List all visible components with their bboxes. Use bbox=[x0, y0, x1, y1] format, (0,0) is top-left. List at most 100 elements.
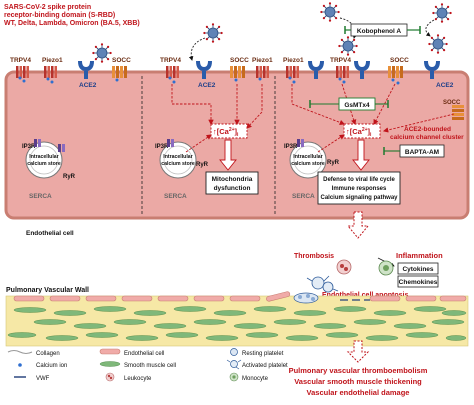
ip3r-label: IP3R bbox=[22, 144, 36, 150]
legend-monocyte-icon bbox=[229, 372, 239, 382]
cytokines-label: Cytokines bbox=[402, 266, 433, 273]
legend-collagen-swatch bbox=[7, 350, 33, 354]
virus-icon bbox=[337, 35, 359, 57]
ip3r-channel-icon bbox=[34, 139, 41, 147]
defense-line-1: Defense to viral life cycle bbox=[323, 177, 395, 183]
title-line-2: receptor-binding domain (S-RBD) bbox=[4, 12, 115, 19]
store-label-line-2: calcium store bbox=[27, 161, 61, 167]
hollow-down-arrow bbox=[219, 139, 237, 171]
gsmtx4-label: GsMTx4 bbox=[344, 102, 370, 109]
activated-platelet-icon bbox=[306, 275, 339, 293]
ryr-label: RyR bbox=[196, 162, 209, 168]
socc-label: SOCC bbox=[112, 57, 131, 64]
smooth-muscle-layer bbox=[7, 306, 467, 341]
virus-icon bbox=[91, 42, 113, 64]
vessel-wall-label: Pulmonary Vascular Wall bbox=[6, 287, 89, 294]
kobophenol-label: Kobophenol A bbox=[357, 28, 401, 35]
ip3r-channel-icon bbox=[297, 139, 304, 147]
hollow-down-arrow bbox=[346, 211, 370, 239]
chemokines-label: Chemokines bbox=[399, 279, 438, 286]
ryr-label: RyR bbox=[327, 160, 340, 166]
store-label-line-1: Intracellular bbox=[29, 154, 58, 160]
monocyte-icon bbox=[378, 260, 394, 276]
cluster-label-line-2: calcium channel cluster bbox=[390, 134, 464, 141]
virus-binding-arrow bbox=[425, 19, 435, 37]
legend-collagen-label: Collagen bbox=[36, 351, 60, 357]
virus-icon bbox=[431, 2, 453, 24]
thrombus-icon bbox=[293, 292, 319, 304]
defense-line-3: Calcium signaling pathway bbox=[320, 195, 398, 201]
outcome-line-1: Pulmonary vascular thromboembolism bbox=[289, 366, 428, 375]
legend-resting-platelet-icon bbox=[230, 348, 238, 356]
legend-leukocyte-icon bbox=[105, 372, 115, 382]
ace2-label: ACE2 bbox=[79, 82, 97, 89]
legend-smooth-muscle-swatch bbox=[99, 361, 121, 367]
cytokines-box bbox=[397, 262, 439, 275]
ca-level-label: ↑[Ca2+]i bbox=[213, 127, 239, 138]
inflammation-label: Inflammation bbox=[396, 251, 443, 260]
virus-binding-arrow bbox=[188, 37, 206, 61]
virus-icon bbox=[202, 22, 224, 44]
ca-level-label: ↑[Ca2+]i bbox=[346, 127, 372, 138]
socc-label: SOCC bbox=[390, 57, 409, 64]
legend: Collagen Endothelial cell Resting platel… bbox=[7, 348, 288, 382]
legend-resting-label: Resting platelet bbox=[242, 351, 284, 357]
trpv4-label: TRPV4 bbox=[160, 57, 181, 64]
legend-calcium-label: Calcium ion bbox=[36, 363, 67, 369]
serca-label: SERCA bbox=[292, 193, 315, 200]
legend-endothelial-swatch bbox=[99, 348, 121, 355]
legend-vwf-label: VWF bbox=[36, 376, 50, 382]
socc-label: SOCC bbox=[443, 100, 461, 106]
socc-label: SOCC bbox=[230, 57, 249, 64]
endothelial-cell-label: Endothelial cell bbox=[26, 230, 74, 237]
ca-level-box bbox=[343, 123, 381, 139]
legend-calcium-icon bbox=[18, 363, 22, 367]
ip3r-channel-icon bbox=[167, 139, 174, 147]
store-label-line-1: Intracellular bbox=[293, 154, 322, 160]
ip3r-label: IP3R bbox=[155, 144, 169, 150]
ryr-label: RyR bbox=[63, 174, 76, 180]
serca-label: SERCA bbox=[29, 193, 52, 200]
piezo1-label: Piezo1 bbox=[283, 57, 304, 64]
virus-icon bbox=[427, 33, 449, 55]
legend-endothelial-label: Endothelial cell bbox=[124, 351, 164, 357]
title-line-3: WT, Delta, Lambda, Omicron (BA.5, XBB) bbox=[4, 20, 140, 27]
legend-monocyte-label: Monocyte bbox=[242, 376, 269, 382]
trpv4-label: TRPV4 bbox=[330, 57, 351, 64]
legend-smooth-label: Smooth muscle cell bbox=[124, 363, 176, 369]
endothelial-layer bbox=[13, 291, 467, 302]
title-line-1: SARS-CoV-2 spike protein bbox=[4, 4, 91, 11]
ace2-label: ACE2 bbox=[198, 82, 216, 89]
outcome-line-3: Vascular endothelial damage bbox=[307, 388, 410, 397]
outcome-line-2: Vascular smooth muscle thickening bbox=[294, 377, 422, 386]
defense-line-2: Immune responses bbox=[332, 186, 387, 192]
cluster-label-line-1: ACE2-bounded bbox=[404, 126, 451, 133]
mito-label-line-1: Mitochondria bbox=[212, 176, 253, 183]
piezo1-label: Piezo1 bbox=[252, 57, 273, 64]
mito-label-line-2: dysfunction bbox=[214, 185, 251, 192]
calcium-ion-icons bbox=[18, 76, 400, 85]
serca-label: SERCA bbox=[164, 193, 187, 200]
legend-activated-label: Activated platelet bbox=[242, 363, 288, 369]
store-label-line-2: calcium store bbox=[161, 161, 195, 167]
chemokines-box bbox=[397, 275, 439, 288]
virus-icon bbox=[319, 1, 341, 23]
trpv4-label: TRPV4 bbox=[10, 57, 31, 64]
hollow-down-arrow bbox=[346, 340, 370, 363]
store-label-line-1: Intracellular bbox=[163, 154, 192, 160]
defense-box bbox=[317, 171, 401, 205]
store-label-line-2: calcium store bbox=[291, 161, 325, 167]
ace2-label: ACE2 bbox=[436, 82, 454, 89]
apoptosis-label: Endothelial cell apoptosis bbox=[322, 292, 408, 299]
piezo1-label: Piezo1 bbox=[42, 57, 63, 64]
thrombosis-label: Thrombosis bbox=[294, 253, 334, 260]
legend-activated-platelet-icon bbox=[226, 359, 242, 370]
ip3r-label: IP3R bbox=[284, 144, 298, 150]
hollow-down-arrow bbox=[352, 139, 370, 171]
bapta-label: BAPTA-AM bbox=[405, 149, 439, 156]
ryr-channel-icon bbox=[58, 144, 65, 152]
ca-level-box bbox=[210, 123, 248, 139]
leukocyte-icon bbox=[336, 259, 352, 275]
mito-box bbox=[205, 171, 259, 195]
